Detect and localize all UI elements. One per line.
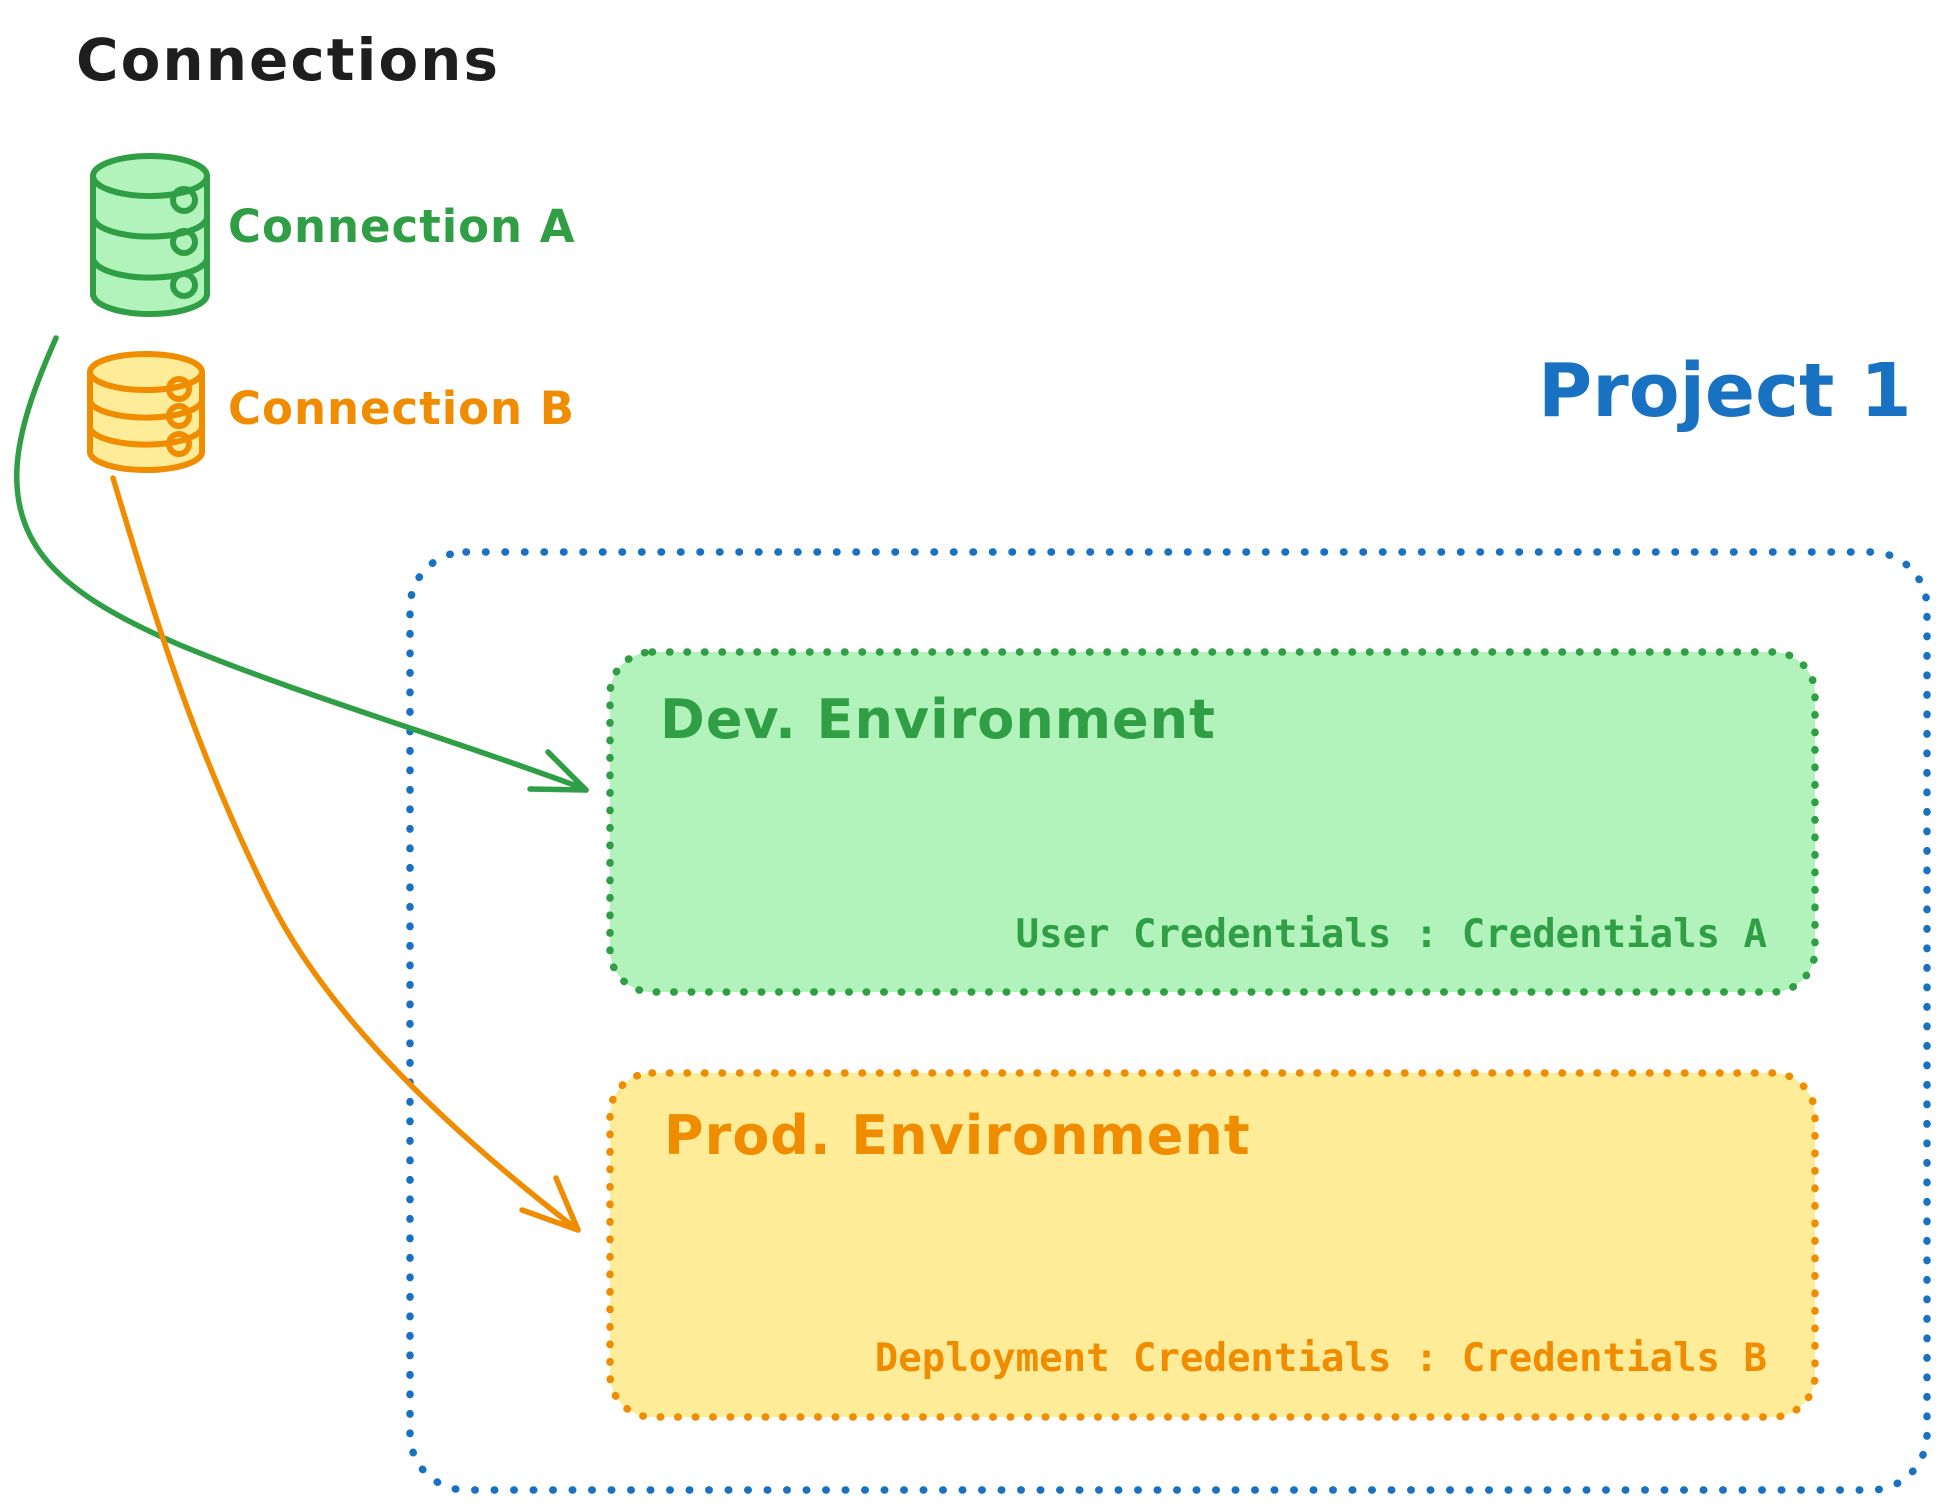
connection-b-label: Connection B [228, 382, 576, 435]
dev-credentials-text: User Credentials : Credentials A [1015, 912, 1767, 957]
prod-credentials-text: Deployment Credentials : Credentials B [874, 1336, 1767, 1381]
prod-environment-title: Prod. Environment [664, 1104, 1251, 1167]
prod-environment-box [606, 1069, 1819, 1421]
connection-b-to-prod-arrow [110, 475, 581, 1233]
connection-a-label: Connection A [228, 200, 576, 253]
diagram-title: Connections [76, 26, 500, 94]
dev-environment-box [606, 648, 1819, 996]
project-box [406, 548, 1931, 1494]
dev-environment-title: Dev. Environment [660, 688, 1216, 751]
project-label: Project 1 [1538, 348, 1912, 434]
connection-a-to-dev-arrow [13, 335, 589, 793]
database-icon [90, 153, 211, 317]
database-icon [87, 351, 206, 473]
